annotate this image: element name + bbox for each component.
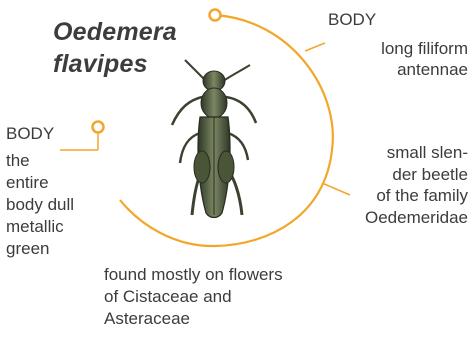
leg-front-left [172,97,202,125]
callout-line: body dull [6,194,101,216]
callout-top-right-text: long filiform antennae [328,38,468,80]
callout-line: antennae [328,59,468,80]
callout-right-middle-text: small slen- der beetle of the family Oed… [336,142,468,228]
callout-line: green [6,238,101,260]
callout-bottom-text: found mostly on flowers of Cistaceae and… [104,264,344,330]
title-line-1: Oedemera [53,16,203,48]
callout-line: the [6,150,101,172]
title-line-2: flavipes [53,48,203,80]
left-callout-arc [98,74,150,128]
beetle-pronotum [201,88,227,118]
callout-line: small slen- [336,142,468,164]
callout-line: der beetle [336,164,468,186]
callout-line: of the family [336,185,468,207]
callout-line: long filiform [328,38,468,59]
callout-line: Oedemeridae [336,207,468,229]
top-marker-circle [210,10,221,21]
species-title: Oedemera flavipes [53,16,203,80]
hind-femur-right [218,151,234,183]
callout-left-text: the entire body dull metallic green [6,150,101,260]
callout-top-right-heading: BODY [328,9,448,30]
hind-femur-left [194,151,210,183]
callout-line: of Cistaceae and [104,286,344,308]
beetle-illustration [150,55,280,230]
callout-line: Asteraceae [104,308,344,330]
callout-line: metallic [6,216,101,238]
top-right-leader [305,43,325,51]
callout-line: found mostly on flowers [104,264,344,286]
callout-line: entire [6,172,101,194]
leg-front-right [226,97,256,123]
callout-left-heading: BODY [6,123,96,144]
